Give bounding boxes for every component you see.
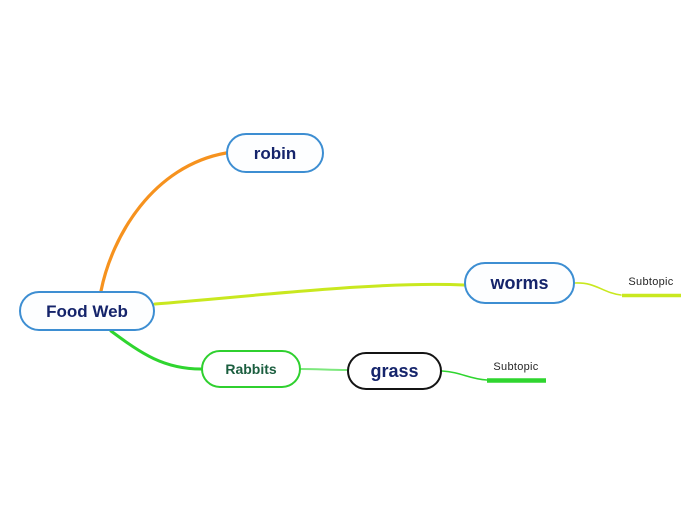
branch-worms-subtopic bbox=[574, 282, 622, 296]
branch-grass-subtopic bbox=[441, 370, 488, 381]
node-subtopic-bottom[interactable]: Subtopic bbox=[486, 360, 546, 374]
node-subtopic-right-label: Subtopic bbox=[628, 276, 674, 288]
node-subtopic-bottom-label: Subtopic bbox=[493, 361, 539, 373]
node-robin[interactable]: robin bbox=[226, 133, 324, 173]
branch-foodweb-rabbits bbox=[109, 329, 203, 371]
node-grass-label: grass bbox=[370, 361, 419, 381]
node-worms-label: worms bbox=[490, 273, 549, 293]
node-rabbits-label: Rabbits bbox=[225, 361, 277, 377]
node-food-web[interactable]: Food Web bbox=[19, 291, 155, 331]
node-food-web-label: Food Web bbox=[46, 301, 128, 321]
branch-foodweb-robin bbox=[99, 151, 228, 293]
node-robin-label: robin bbox=[253, 143, 297, 163]
branch-foodweb-worms bbox=[153, 282, 466, 306]
branch-rabbits-grass bbox=[300, 368, 348, 371]
node-worms[interactable]: worms bbox=[464, 262, 575, 304]
node-subtopic-right[interactable]: Subtopic bbox=[621, 275, 681, 289]
node-rabbits[interactable]: Rabbits bbox=[201, 350, 301, 388]
node-grass[interactable]: grass bbox=[347, 352, 442, 390]
